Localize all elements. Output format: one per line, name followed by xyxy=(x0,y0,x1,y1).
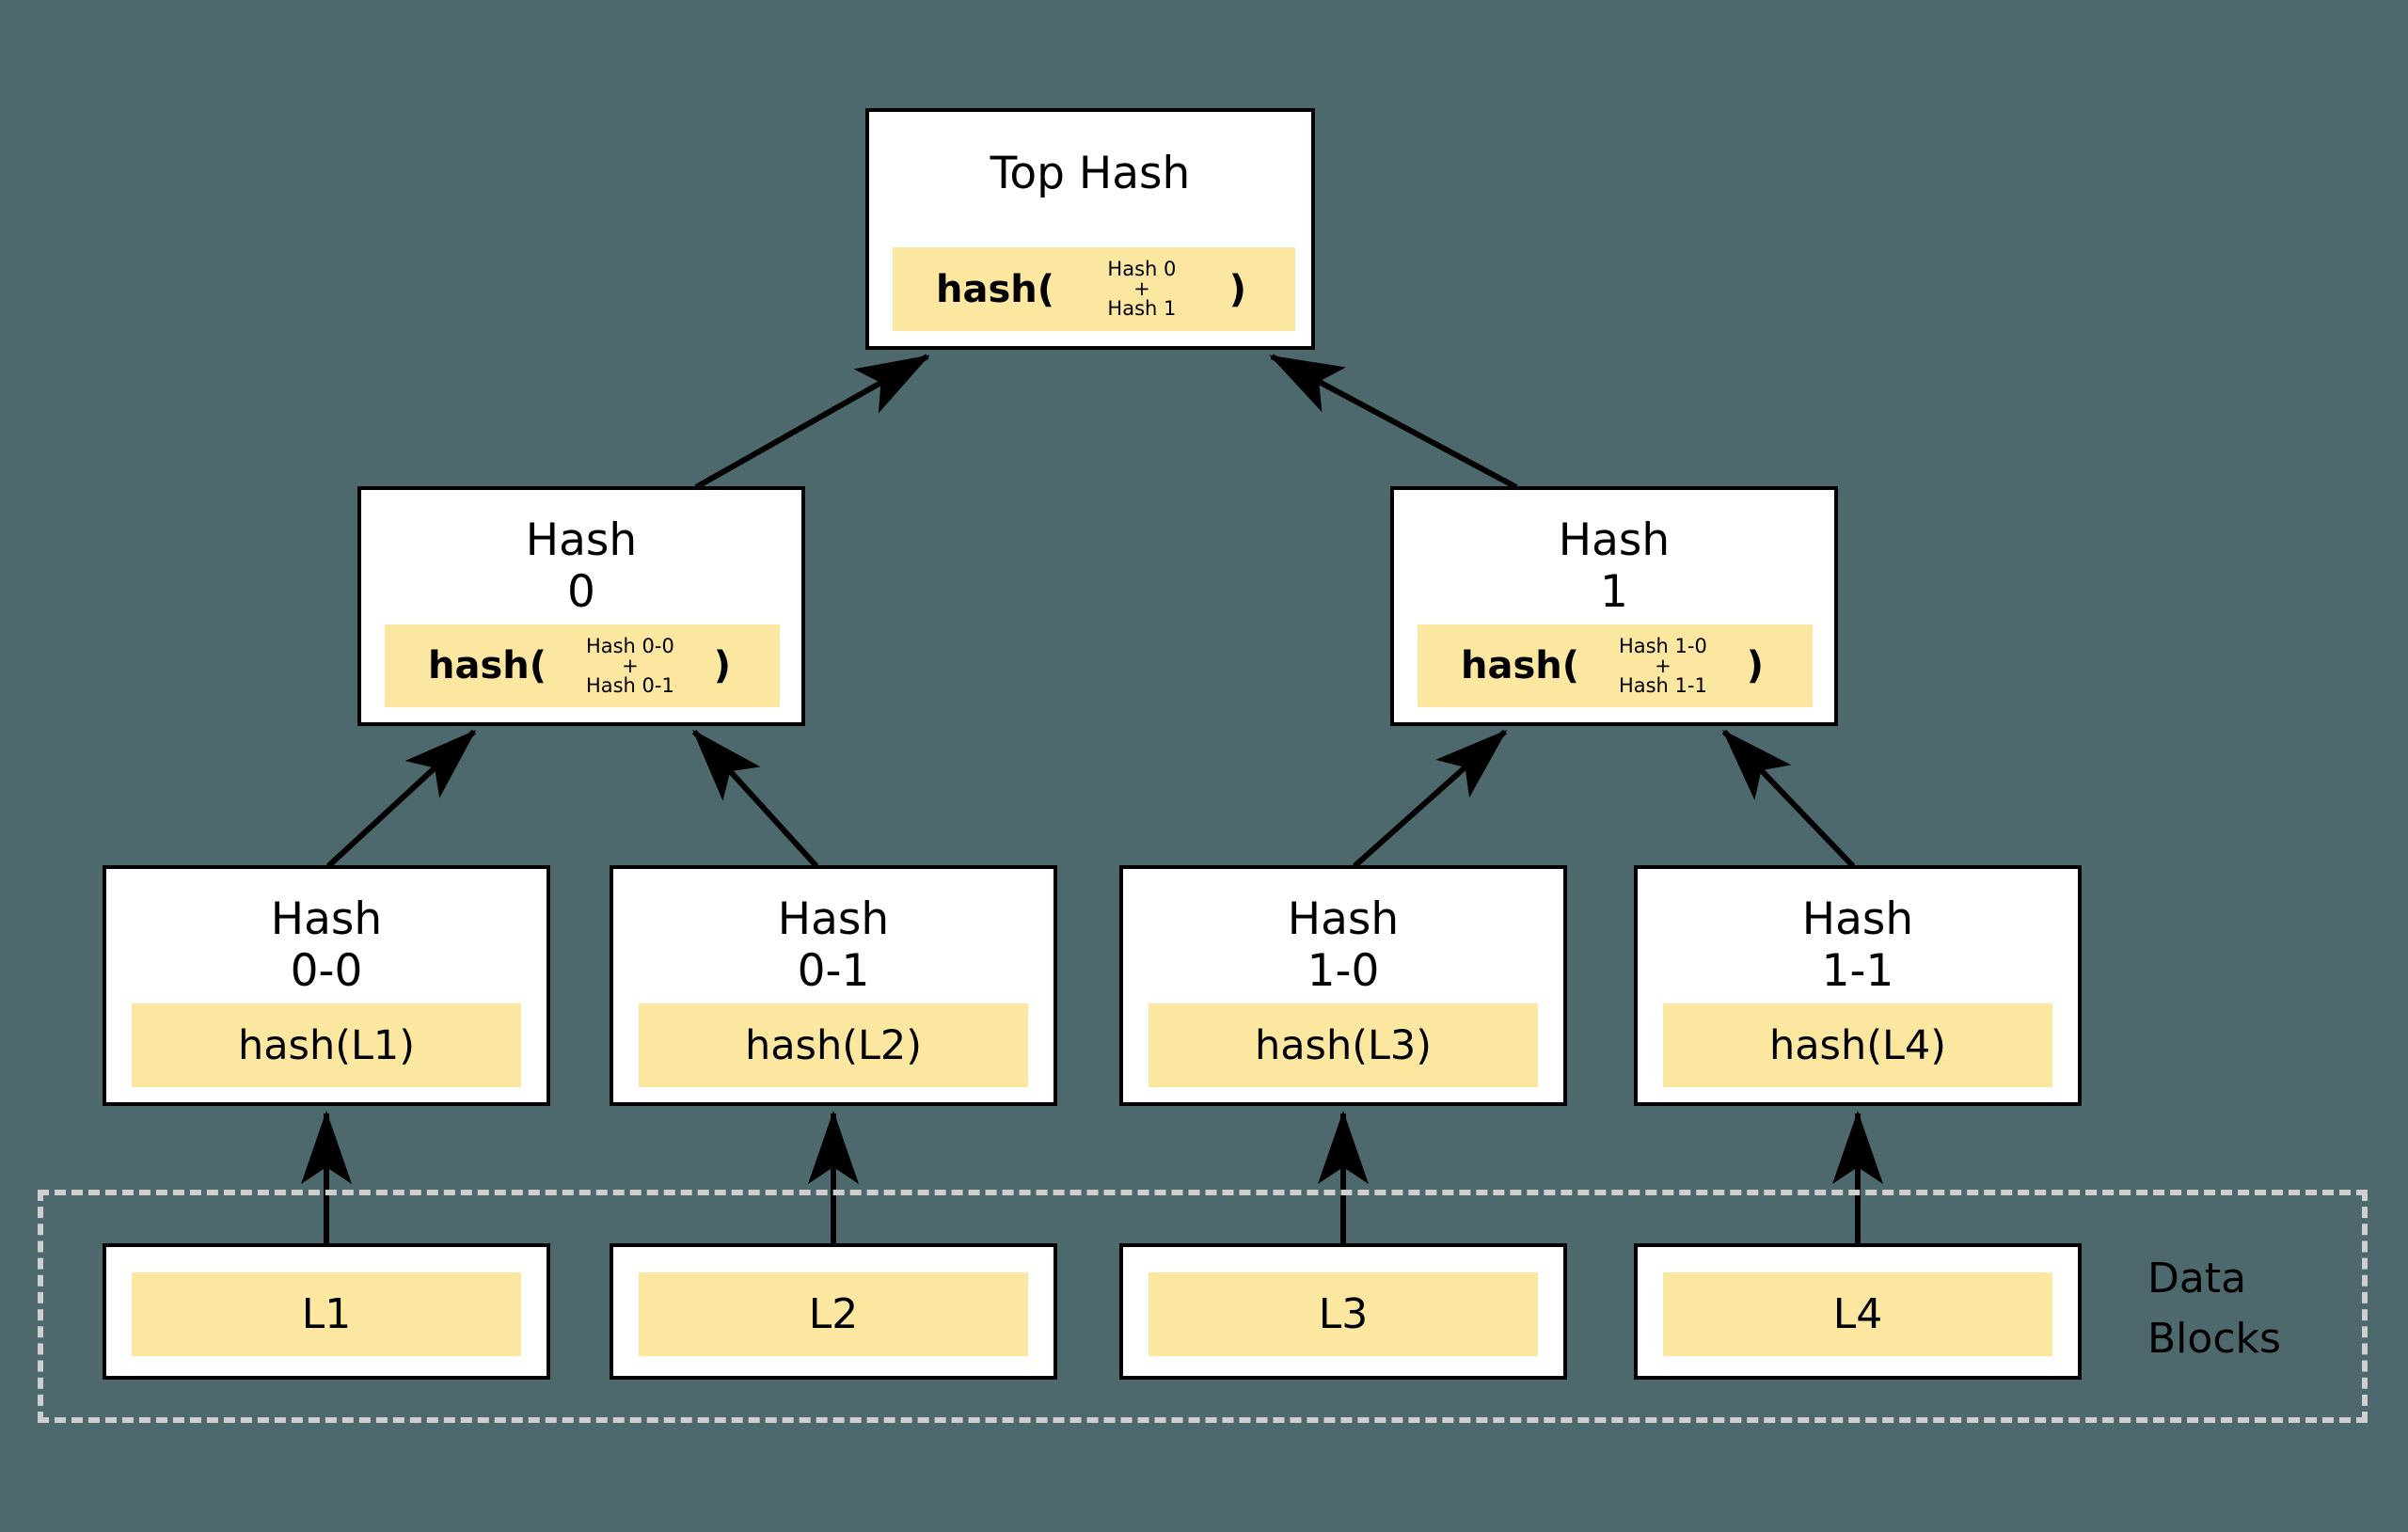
data-block-l3-label: L3 xyxy=(1149,1272,1538,1356)
node-hash-0-0-formula: hash(L1) xyxy=(132,1003,521,1087)
arrow-hash11-to-hash1 xyxy=(1721,729,1856,869)
title-line2: 1-0 xyxy=(1307,945,1380,998)
title-line1: Hash xyxy=(270,893,383,945)
data-blocks-label: Data Blocks xyxy=(2147,1249,2281,1369)
title-line1: Hash xyxy=(1287,893,1400,945)
formula-close: ) xyxy=(713,644,731,687)
formula-operands: Hash 1-0 + Hash 1-1 xyxy=(1618,634,1707,697)
node-hash-1-0-formula: hash(L3) xyxy=(1149,1003,1538,1087)
node-hash-0-title: Hash 0 xyxy=(361,514,801,619)
data-block-l3: L3 xyxy=(1119,1243,1567,1380)
node-hash-1-0: Hash 1-0 hash(L3) xyxy=(1119,865,1567,1106)
title-line2: 0-0 xyxy=(290,945,363,998)
data-blocks-label-line1: Data xyxy=(2147,1255,2247,1303)
operand-b: Hash 0-1 xyxy=(585,673,674,697)
node-hash-0-1: Hash 0-1 hash(L2) xyxy=(610,865,1057,1106)
title-line2: 0 xyxy=(567,566,595,619)
data-block-l1-label: L1 xyxy=(132,1272,521,1356)
formula-close: ) xyxy=(1746,644,1764,687)
data-block-l2: L2 xyxy=(610,1243,1057,1380)
arrow-hash0-to-top xyxy=(694,354,930,490)
node-hash-1-title: Hash 1 xyxy=(1394,514,1834,619)
formula-open: hash( xyxy=(428,644,547,687)
title-line1: Hash xyxy=(1801,893,1914,945)
formula-close: ) xyxy=(1228,267,1246,311)
operator-plus: + xyxy=(1655,654,1671,677)
node-hash-1-1: Hash 1-1 hash(L4) xyxy=(1634,865,2082,1106)
node-hash-0: Hash 0 hash( Hash 0-0 + Hash 0-1 ) xyxy=(357,486,805,726)
formula-operands: Hash 0-0 + Hash 0-1 xyxy=(585,634,674,697)
node-hash-1-1-formula: hash(L4) xyxy=(1663,1003,2052,1087)
data-block-l2-label: L2 xyxy=(639,1272,1028,1356)
data-blocks-label-line2: Blocks xyxy=(2147,1314,2281,1363)
data-block-l1: L1 xyxy=(103,1243,550,1380)
data-block-l4-label: L4 xyxy=(1663,1272,2052,1356)
title-line2: 1 xyxy=(1600,566,1628,619)
node-hash-0-1-title: Hash 0-1 xyxy=(613,893,1054,998)
title-line1: Hash xyxy=(1558,514,1671,566)
formula-open: hash( xyxy=(936,267,1055,311)
arrow-hash1-to-top xyxy=(1269,354,1518,490)
node-hash-0-0-title: Hash 0-0 xyxy=(106,893,547,998)
node-hash-0-0: Hash 0-0 hash(L1) xyxy=(103,865,550,1106)
operator-plus: + xyxy=(622,654,639,677)
arrow-hash01-to-hash0 xyxy=(691,729,819,869)
node-hash-1-formula: hash( Hash 1-0 + Hash 1-1 ) xyxy=(1418,624,1813,707)
title-line1: Hash xyxy=(777,893,890,945)
node-top-hash: Top Hash hash( Hash 0 + Hash 1 ) xyxy=(865,108,1315,350)
title-line1: Hash xyxy=(525,514,638,566)
title-line2: 1-1 xyxy=(1821,945,1894,998)
data-blocks-container xyxy=(38,1190,2368,1423)
node-hash-1-1-title: Hash 1-1 xyxy=(1638,893,2078,998)
formula-operands: Hash 0 + Hash 1 xyxy=(1107,260,1176,319)
formula-open: hash( xyxy=(1461,644,1580,687)
node-hash-1-0-title: Hash 1-0 xyxy=(1123,893,1563,998)
arrow-hash00-to-hash0 xyxy=(325,729,477,869)
operand-b: Hash 1 xyxy=(1107,297,1177,320)
data-block-l4: L4 xyxy=(1634,1243,2082,1380)
operand-a: Hash 1-0 xyxy=(1618,634,1707,657)
arrow-hash10-to-hash1 xyxy=(1353,729,1508,869)
node-hash-0-1-formula: hash(L2) xyxy=(639,1003,1028,1087)
operator-plus: + xyxy=(1133,277,1150,300)
node-hash-0-formula: hash( Hash 0-0 + Hash 0-1 ) xyxy=(385,624,780,707)
operand-a: Hash 0-0 xyxy=(585,634,674,657)
operand-a: Hash 0 xyxy=(1107,258,1177,280)
title-line2: 0-1 xyxy=(797,945,870,998)
node-top-hash-title: Top Hash xyxy=(990,148,1191,199)
node-hash-1: Hash 1 hash( Hash 1-0 + Hash 1-1 ) xyxy=(1390,486,1838,726)
node-top-hash-formula: hash( Hash 0 + Hash 1 ) xyxy=(893,247,1295,331)
operand-b: Hash 1-1 xyxy=(1618,673,1707,697)
